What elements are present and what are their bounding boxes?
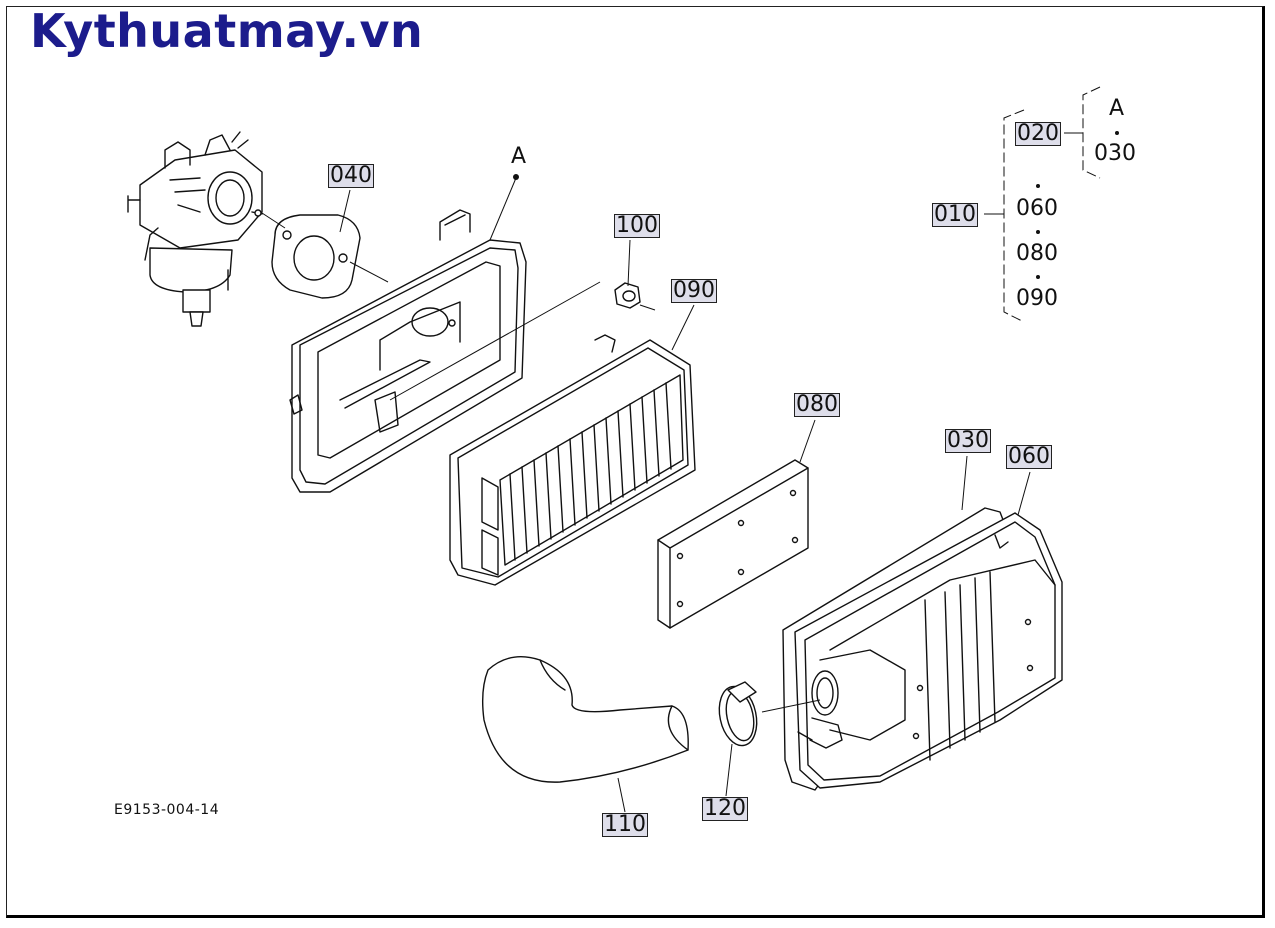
callout-110[interactable]: 110 — [602, 812, 648, 837]
callout-040[interactable]: 040 — [328, 163, 374, 188]
legend-brackets — [984, 86, 1119, 323]
view-a-label: A — [511, 144, 527, 169]
gasket-drawing — [261, 212, 389, 299]
pre-filter-drawing — [657, 459, 809, 629]
legend-marker-a: A — [1109, 96, 1125, 121]
drawing-code: E9153-004-14 — [114, 802, 220, 818]
legend-020[interactable]: 020 — [1015, 121, 1061, 146]
callout-060[interactable]: 060 — [1006, 444, 1052, 469]
callout-090[interactable]: 090 — [671, 278, 717, 303]
legend-item-090: 090 — [1016, 286, 1058, 311]
legend-sub-item-030: 030 — [1094, 141, 1136, 166]
intake-hose-drawing — [481, 656, 689, 783]
diagram-frame — [6, 6, 1265, 918]
callout-030[interactable]: 030 — [945, 428, 991, 453]
hose-clamp-drawing — [718, 681, 758, 747]
callout-080[interactable]: 080 — [794, 392, 840, 417]
air-cleaner-base-drawing — [289, 209, 527, 493]
nut-drawing — [614, 282, 641, 309]
site-title: Kythuatmay.vn — [30, 4, 424, 58]
leader-lines — [339, 177, 1031, 813]
air-cleaner-cover-drawing — [782, 507, 1063, 791]
callout-120[interactable]: 120 — [702, 796, 748, 821]
callout-100[interactable]: 100 — [614, 213, 660, 238]
legend-item-080: 080 — [1016, 241, 1058, 266]
view-a-marker-dot — [513, 174, 519, 180]
carburetor-drawing — [127, 131, 263, 327]
legend-assembly-010[interactable]: 010 — [932, 202, 978, 227]
legend-item-060: 060 — [1016, 196, 1058, 221]
filter-element-drawing — [449, 334, 696, 586]
